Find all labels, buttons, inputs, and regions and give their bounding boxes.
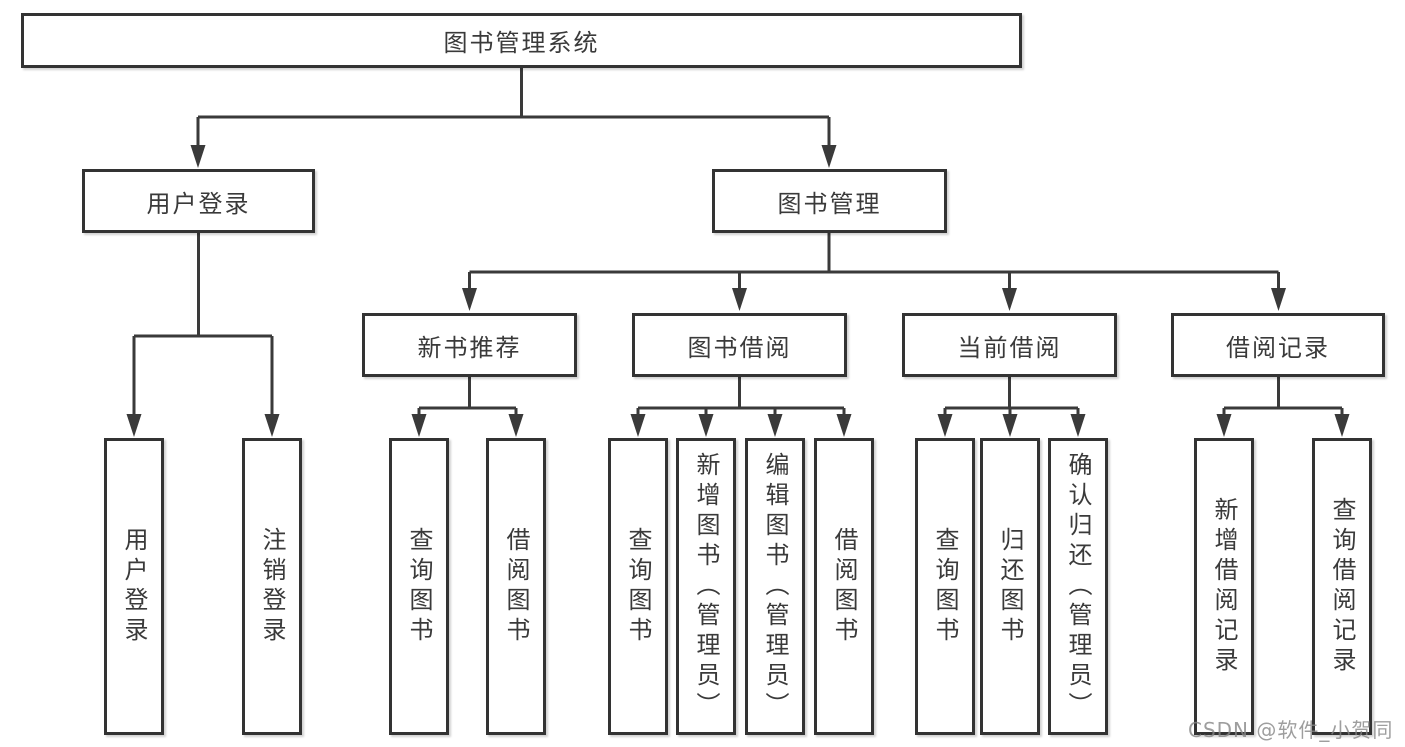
- leaf-label: 查询图书: [624, 526, 652, 647]
- leaf-borrow-books: 借阅图书: [814, 438, 874, 735]
- leaf-user-login: 用户登录: [104, 438, 164, 735]
- leaf-add-books-admin: 新增图书（管理员）: [676, 438, 736, 735]
- node-label: 当前借阅: [957, 333, 1062, 362]
- leaf-confirm-return-admin: 确认归还（管理员）: [1048, 438, 1108, 735]
- node-label: 借阅记录: [1226, 333, 1330, 362]
- node-label: 图书管理: [777, 189, 882, 218]
- leaf-edit-books-admin: 编辑图书（管理员）: [745, 438, 805, 735]
- leaf-label: 归还图书: [996, 526, 1024, 647]
- leaf-label: 查询图书: [931, 526, 959, 647]
- leaf-label: 查询借阅记录: [1328, 496, 1356, 677]
- leaf-logout: 注销登录: [242, 438, 302, 735]
- leaf-label: 编辑图书（管理员）: [761, 451, 789, 722]
- node-root-label: 图书管理系统: [443, 29, 600, 57]
- node-label: 新书推荐: [417, 333, 522, 362]
- leaf-return-books: 归还图书: [980, 438, 1040, 735]
- leaf-query-books-borrow: 查询图书: [608, 438, 668, 735]
- node-new-book-recommend: 新书推荐: [362, 313, 577, 377]
- leaf-label: 新增借阅记录: [1210, 496, 1238, 677]
- node-borrow-records: 借阅记录: [1171, 313, 1385, 377]
- leaf-label: 新增图书（管理员）: [692, 451, 720, 722]
- node-current-borrow: 当前借阅: [902, 313, 1117, 377]
- node-label: 图书借阅: [687, 333, 792, 362]
- leaf-borrow-books-recommend: 借阅图书: [486, 438, 546, 735]
- node-user-login: 用户登录: [82, 169, 315, 233]
- node-book-management: 图书管理: [712, 169, 947, 233]
- leaf-label: 借阅图书: [830, 526, 858, 647]
- leaf-query-books-current: 查询图书: [915, 438, 975, 735]
- leaf-label: 用户登录: [120, 526, 148, 647]
- node-label: 用户登录: [146, 189, 251, 218]
- leaf-label: 借阅图书: [502, 526, 530, 647]
- leaf-add-borrow-record: 新增借阅记录: [1194, 438, 1254, 735]
- leaf-label: 确认归还（管理员）: [1064, 451, 1092, 722]
- leaf-label: 注销登录: [258, 526, 286, 647]
- node-book-borrow: 图书借阅: [632, 313, 847, 377]
- node-root: 图书管理系统: [21, 13, 1022, 68]
- leaf-query-books-recommend: 查询图书: [389, 438, 449, 735]
- leaf-query-borrow-record: 查询借阅记录: [1312, 438, 1372, 735]
- csdn-watermark: CSDN @软件_小贺同学: [1188, 718, 1394, 742]
- leaf-label: 查询图书: [405, 526, 433, 647]
